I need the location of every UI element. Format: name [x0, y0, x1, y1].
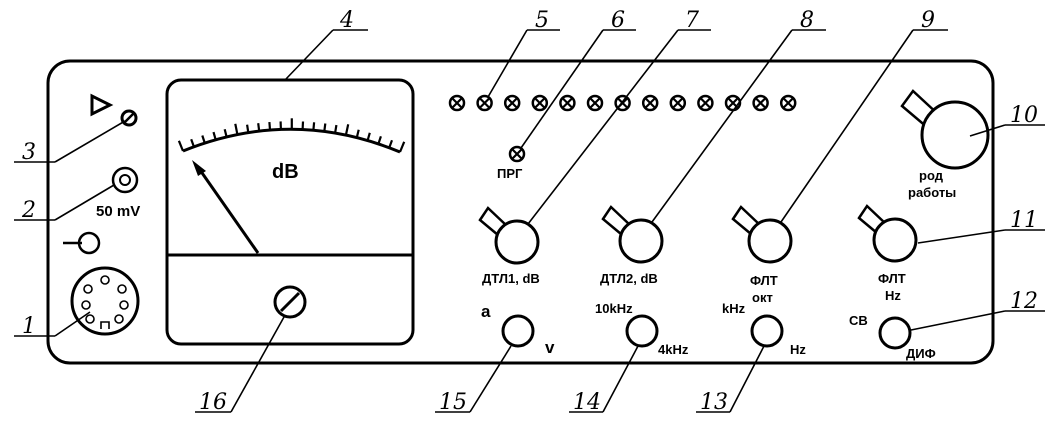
meter-scale-tick [388, 139, 394, 149]
prg-label: ПРГ [497, 166, 523, 181]
meter-scale-tick [177, 140, 185, 152]
mode-label-1: род [919, 168, 944, 183]
meter-unit-label: dB [272, 161, 299, 183]
indicator-lamp [752, 94, 769, 112]
meter-scale-tick [334, 124, 338, 134]
multi-pin-connector[interactable] [70, 266, 140, 336]
indicator-lamp [779, 94, 797, 112]
callout-11: 11 [1010, 208, 1038, 233]
meter-scale-tick [268, 122, 272, 131]
callout-6: 6 [611, 8, 625, 33]
callout-4: 4 [339, 8, 354, 33]
meter-scale-tick [234, 123, 239, 135]
callout-15: 15 [439, 390, 467, 415]
callout-5: 5 [535, 8, 549, 33]
prg-lamp [508, 145, 526, 163]
callout-8: 8 [800, 8, 814, 33]
indicator-lamp [448, 94, 466, 112]
mode-label-2: работы [908, 185, 956, 200]
meter-scale-tick [323, 123, 327, 132]
signal-triangle-icon [90, 93, 114, 117]
flt-hz-knob[interactable] [857, 204, 918, 263]
level-meter: dB [165, 78, 415, 346]
callout-9: 9 [921, 8, 935, 33]
meter-scale-tick [223, 128, 228, 138]
indicator-lamps-row [448, 94, 797, 112]
callout-16: 16 [199, 390, 227, 415]
dtl2-label: ДТЛ2, dB [600, 271, 658, 286]
input-50mv-socket[interactable] [111, 166, 139, 194]
toggle-sv-label: СВ [849, 313, 868, 328]
meter-scale-tick [201, 135, 206, 144]
meter-scale-tick [212, 131, 217, 141]
panel-outline [46, 59, 995, 365]
indicator-lamp [641, 94, 659, 112]
meter-scale-tick [344, 124, 350, 136]
toggle-dif-label: ДИФ [906, 346, 936, 361]
khz-hz-toggle[interactable] [750, 314, 784, 348]
leader-lines [14, 29, 1045, 413]
meter-scale-tick [398, 141, 406, 153]
indicator-lamp [531, 94, 549, 112]
callout-13: 13 [700, 390, 728, 415]
callout-14: 14 [573, 390, 601, 415]
a-v-toggle[interactable] [501, 314, 535, 348]
toggle-v-label: v [545, 338, 555, 357]
indicator-lamp [503, 94, 521, 112]
indicator-lamp [476, 94, 493, 112]
meter-scale-tick [312, 122, 316, 131]
indicator-lamp [669, 94, 687, 112]
indicator-lamp [697, 94, 714, 112]
meter-scale-tick [366, 132, 371, 141]
toggle-a-label: а [481, 302, 491, 321]
dtl1-knob[interactable] [478, 206, 540, 265]
indicator-lamp [586, 94, 604, 112]
sv-dif-toggle[interactable] [878, 316, 912, 350]
callout-10: 10 [1010, 103, 1038, 128]
dtl2-knob[interactable] [601, 205, 664, 264]
ground-terminal[interactable] [63, 231, 101, 255]
toggle-hz-label: Hz [790, 342, 806, 357]
callout-numbers: 1 2 3 4 5 6 7 8 9 10 11 12 13 14 15 16 [21, 8, 1038, 415]
meter-needle [198, 169, 260, 254]
callout-7: 7 [685, 8, 699, 33]
toggle-4khz-label: 4kHz [658, 342, 689, 357]
calibration-screw[interactable] [120, 109, 138, 127]
meter-scale-tick [246, 124, 250, 133]
flt-hz-label-2: Hz [885, 288, 901, 303]
callout-2: 2 [21, 198, 36, 223]
toggle-10khz-label: 10kHz [595, 301, 633, 316]
flt-octave-knob[interactable] [731, 205, 793, 264]
callout-1: 1 [22, 314, 36, 339]
meter-scale-ticks [177, 118, 406, 153]
flt-octave-label-2: окт [752, 290, 773, 305]
mode-selector-knob[interactable] [900, 89, 990, 170]
flt-octave-label-1: ФЛТ [750, 273, 778, 288]
meter-scale-tick [190, 138, 195, 148]
meter-scale-tick [257, 123, 261, 132]
frequency-10k-4k-toggle[interactable] [625, 314, 659, 348]
meter-needle-tip [192, 160, 206, 176]
toggle-khz-label: kHz [722, 301, 746, 316]
meter-scale-tick [377, 135, 382, 145]
flt-hz-label-1: ФЛТ [878, 271, 906, 286]
input-50mv-label: 50 mV [96, 203, 140, 220]
callout-3: 3 [22, 140, 36, 165]
dtl1-label: ДТЛ1, dB [482, 271, 540, 286]
zero-adjust-screw[interactable] [273, 285, 307, 319]
callout-12: 12 [1010, 289, 1038, 314]
meter-scale-tick [355, 129, 360, 138]
indicator-lamp [559, 94, 576, 112]
